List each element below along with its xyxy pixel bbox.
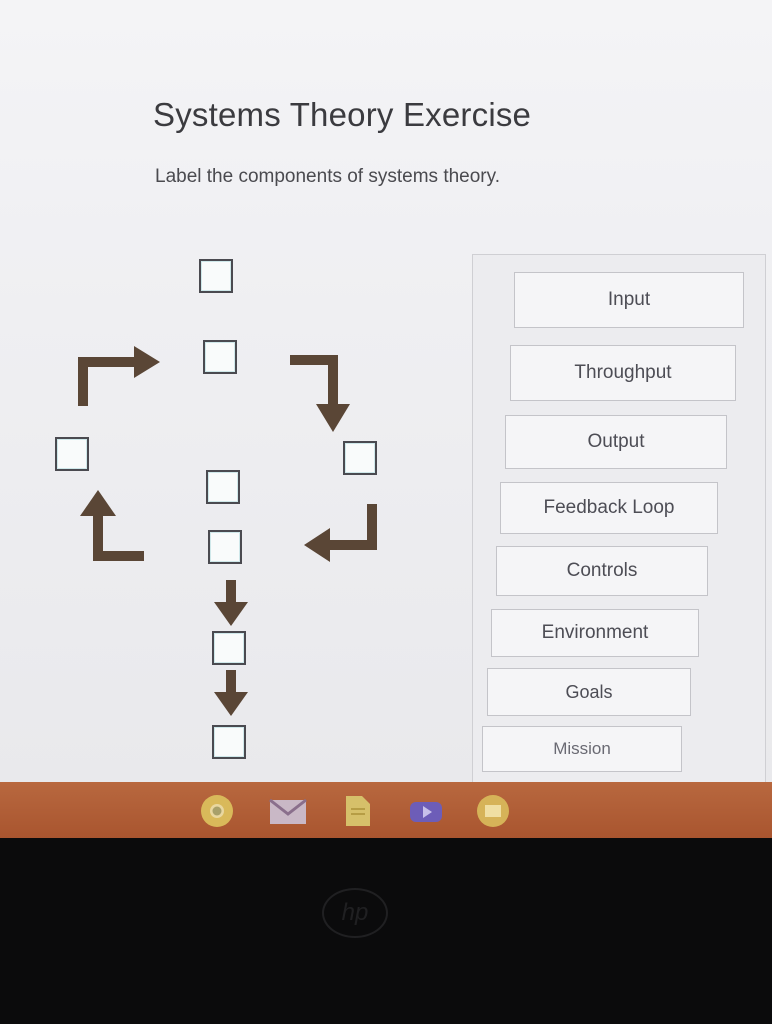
choice-input[interactable]: Input [514,272,744,328]
youtube-icon[interactable] [408,794,444,828]
gmail-icon[interactable] [268,794,308,828]
choice-label: Environment [541,622,649,643]
arrow-right-down-icon [290,355,350,432]
drop-target-left[interactable] [55,437,89,471]
drop-target-center-lower[interactable] [208,530,242,564]
chrome-icon[interactable] [200,794,234,828]
choice-output[interactable]: Output [505,415,727,469]
drop-target-right[interactable] [343,441,377,475]
choice-mission[interactable]: Mission [482,726,682,772]
hp-logo: hp [322,888,388,938]
files-icon[interactable] [476,794,510,828]
arrow-up-right-icon [78,346,160,406]
choice-label: Input [607,289,651,310]
docs-icon[interactable] [344,794,372,828]
choice-label: Goals [565,681,613,702]
drop-target-bottom-upper[interactable] [212,631,246,665]
choice-goals[interactable]: Goals [487,668,691,716]
arrow-down-left-icon [304,504,377,562]
choice-label: Output [587,431,645,452]
arrow-left-up-icon [80,490,144,561]
choice-environment[interactable]: Environment [491,609,699,657]
choice-feedback-loop[interactable]: Feedback Loop [500,482,718,534]
choice-controls[interactable]: Controls [496,546,708,596]
drop-target-top[interactable] [199,259,233,293]
logo-text: hp [341,899,369,926]
drop-target-center-upper[interactable] [203,340,237,374]
choice-label: Feedback Loop [543,497,675,518]
choice-label: Controls [566,560,638,581]
drop-target-center-mid[interactable] [206,470,240,504]
arrow-down-icon [214,670,248,716]
choice-label: Mission [553,739,611,758]
choice-throughput[interactable]: Throughput [510,345,736,401]
choice-label: Throughput [574,362,672,383]
arrow-down-icon [214,580,248,626]
page-title: Systems Theory Exercise [153,96,532,133]
drop-target-bottom-lower[interactable] [212,725,246,759]
taskbar [0,782,772,838]
screen: Systems Theory Exercise Label the compon… [0,0,772,782]
page-instructions: Label the components of systems theory. [155,166,500,187]
